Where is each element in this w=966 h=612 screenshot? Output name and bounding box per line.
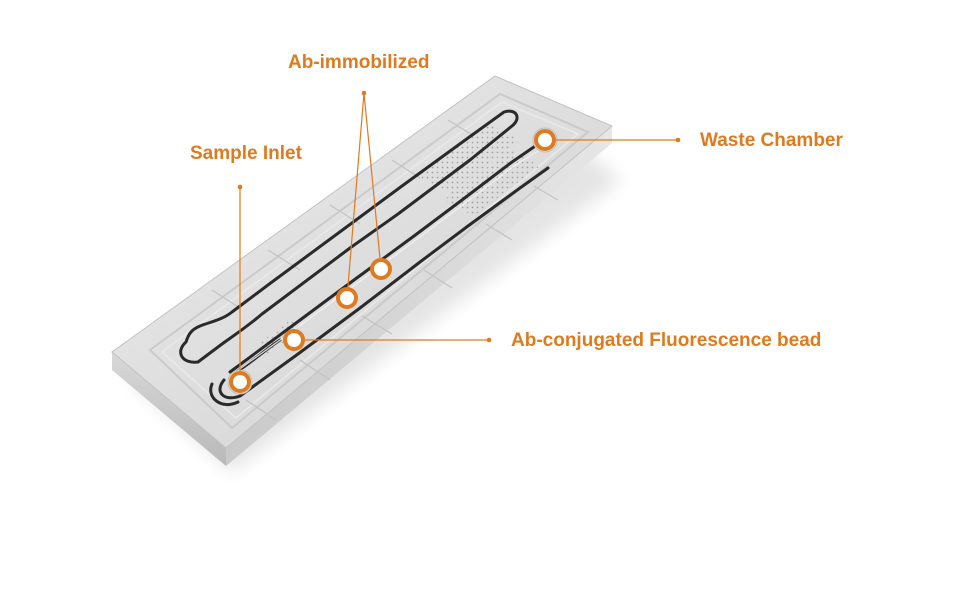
leader-ab-immobilized-a: [346, 92, 365, 299]
label-ab-conjugated-bead: Ab-conjugated Fluorescence bead: [511, 330, 822, 351]
leader-end-dots: [237, 90, 681, 343]
leader-lines: [239, 92, 678, 382]
chip-front-edge: [112, 352, 226, 466]
marker-sample-inlet: [229, 371, 251, 393]
label-sample-inlet: Sample Inlet: [190, 143, 302, 164]
marker-ab-immobilized-2: [370, 258, 392, 280]
leader-ab-immobilized-b: [363, 92, 382, 270]
label-ab-immobilized: Ab-immobilized: [288, 52, 430, 73]
fluid-channels: [179, 109, 550, 407]
label-waste-chamber: Waste Chamber: [700, 130, 843, 151]
marker-waste-chamber: [534, 129, 556, 151]
marker-ab-immobilized-1: [336, 287, 358, 309]
chip-inner-frame: [148, 92, 590, 430]
marker-ab-conjugated-bead: [283, 329, 305, 351]
chip-right-edge: [226, 126, 612, 466]
